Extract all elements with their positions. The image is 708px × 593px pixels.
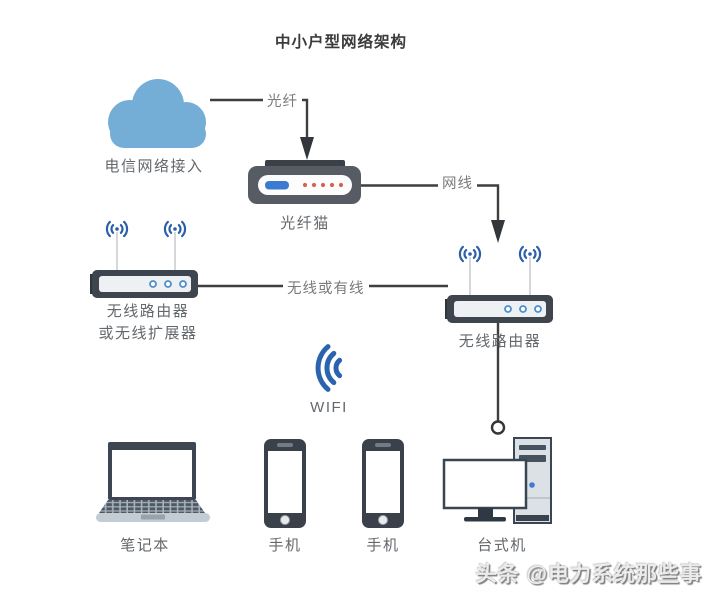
router-left-label-line1: 无线路由器 (106, 303, 190, 320)
phone-icon (264, 439, 306, 528)
modem-icon (248, 160, 361, 204)
edge-label-fiber: 光纤 (263, 90, 302, 111)
wifi-label: WIFI (310, 399, 348, 416)
laptop-icon (96, 442, 210, 522)
router-right-icon (445, 245, 553, 323)
diagram-title: 中小户型网络架构 (274, 34, 407, 51)
edge-label-ethernet: 网线 (438, 172, 477, 193)
phone-icon (362, 439, 404, 528)
cloud-icon (108, 79, 206, 148)
desktop-icon (442, 437, 552, 524)
router-right-label: 无线路由器 (458, 333, 542, 350)
router-left-label-line2: 或无线扩展器 (98, 325, 198, 342)
edge-ethernet-line (361, 184, 500, 221)
phone-right-label: 手机 (366, 537, 400, 554)
router-left-icon (90, 220, 198, 298)
edge-fiber-line (210, 98, 309, 138)
wifi-icon (315, 344, 343, 392)
cloud-label: 电信网络接入 (104, 158, 204, 175)
watermark: 头条 @电力系统那些事 (475, 563, 702, 586)
router-left-label: 无线路由器 或无线扩展器 (77, 301, 219, 345)
circle-endpoint-icon (490, 420, 506, 435)
phone-left-label: 手机 (268, 537, 302, 554)
edge-label-wireless-or-wired: 无线或有线 (283, 277, 369, 298)
modem-label: 光纤猫 (280, 215, 330, 232)
laptop-label: 笔记本 (120, 537, 170, 554)
arrow-icon (491, 220, 505, 243)
arrow-icon (300, 137, 314, 160)
desktop-label: 台式机 (477, 537, 527, 554)
